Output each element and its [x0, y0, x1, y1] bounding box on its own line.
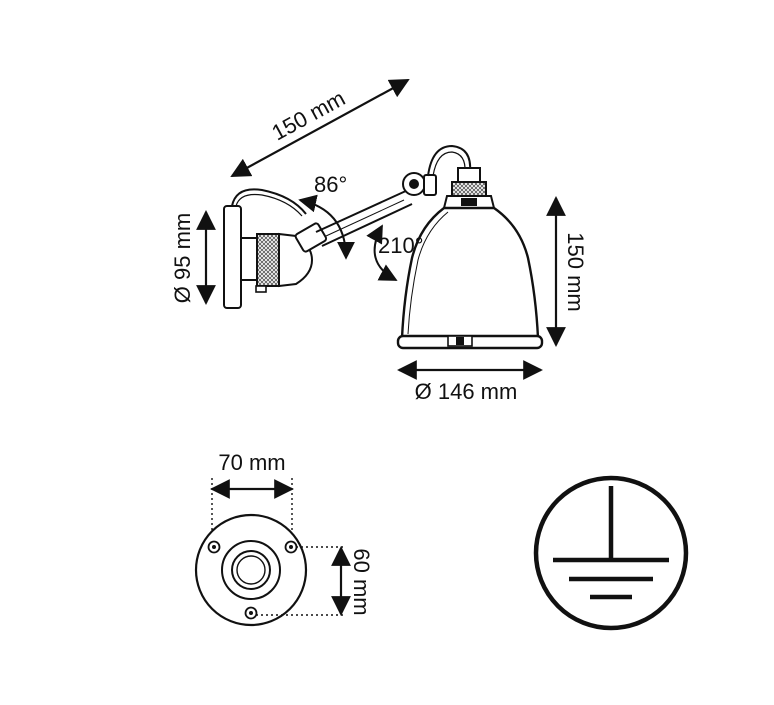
base-height-label: 60 mm [349, 548, 374, 615]
base-center-hole [236, 555, 266, 585]
arm-rotation-label: 86° [314, 172, 347, 197]
base-housing [240, 237, 258, 281]
shade-rotation-arc [366, 224, 398, 281]
screw-right [284, 540, 298, 554]
shade-neck-nut [461, 198, 477, 206]
shade-height-label: 150 mm [563, 232, 588, 311]
lamp-shade-inner-edge [407, 211, 449, 335]
wall-cable [231, 188, 307, 215]
shade-diameter-label: Ø 146 mm [415, 379, 518, 404]
shade-socket-nut [451, 181, 487, 197]
base-width-label: 70 mm [218, 450, 285, 475]
side-view: 150 mm Ø 95 mm [170, 79, 588, 404]
arm-length-label: 150 mm [268, 85, 350, 145]
arm-rotation-arc [298, 194, 355, 260]
wall-plate [223, 205, 242, 309]
screw-bottom [244, 606, 258, 620]
base-view: 70 mm 60 mm [194, 450, 374, 627]
lamp-shade [400, 206, 540, 340]
upper-arm-knob [402, 172, 437, 196]
base-screw [255, 285, 267, 293]
arm-length-dimension-line [230, 79, 410, 177]
wall-cable-inner [235, 193, 303, 217]
shade-cable-inner [432, 151, 466, 177]
shade-socket-top [457, 167, 481, 183]
shade-clip-center [456, 337, 464, 345]
shade-cable [427, 144, 472, 177]
wall-plate-diameter-label: Ø 95 mm [170, 213, 195, 303]
knurled-ring [256, 233, 280, 287]
screw-left [207, 540, 221, 554]
shade-rotation-label: 210° [378, 233, 424, 258]
protective-earth-icon [533, 475, 689, 631]
